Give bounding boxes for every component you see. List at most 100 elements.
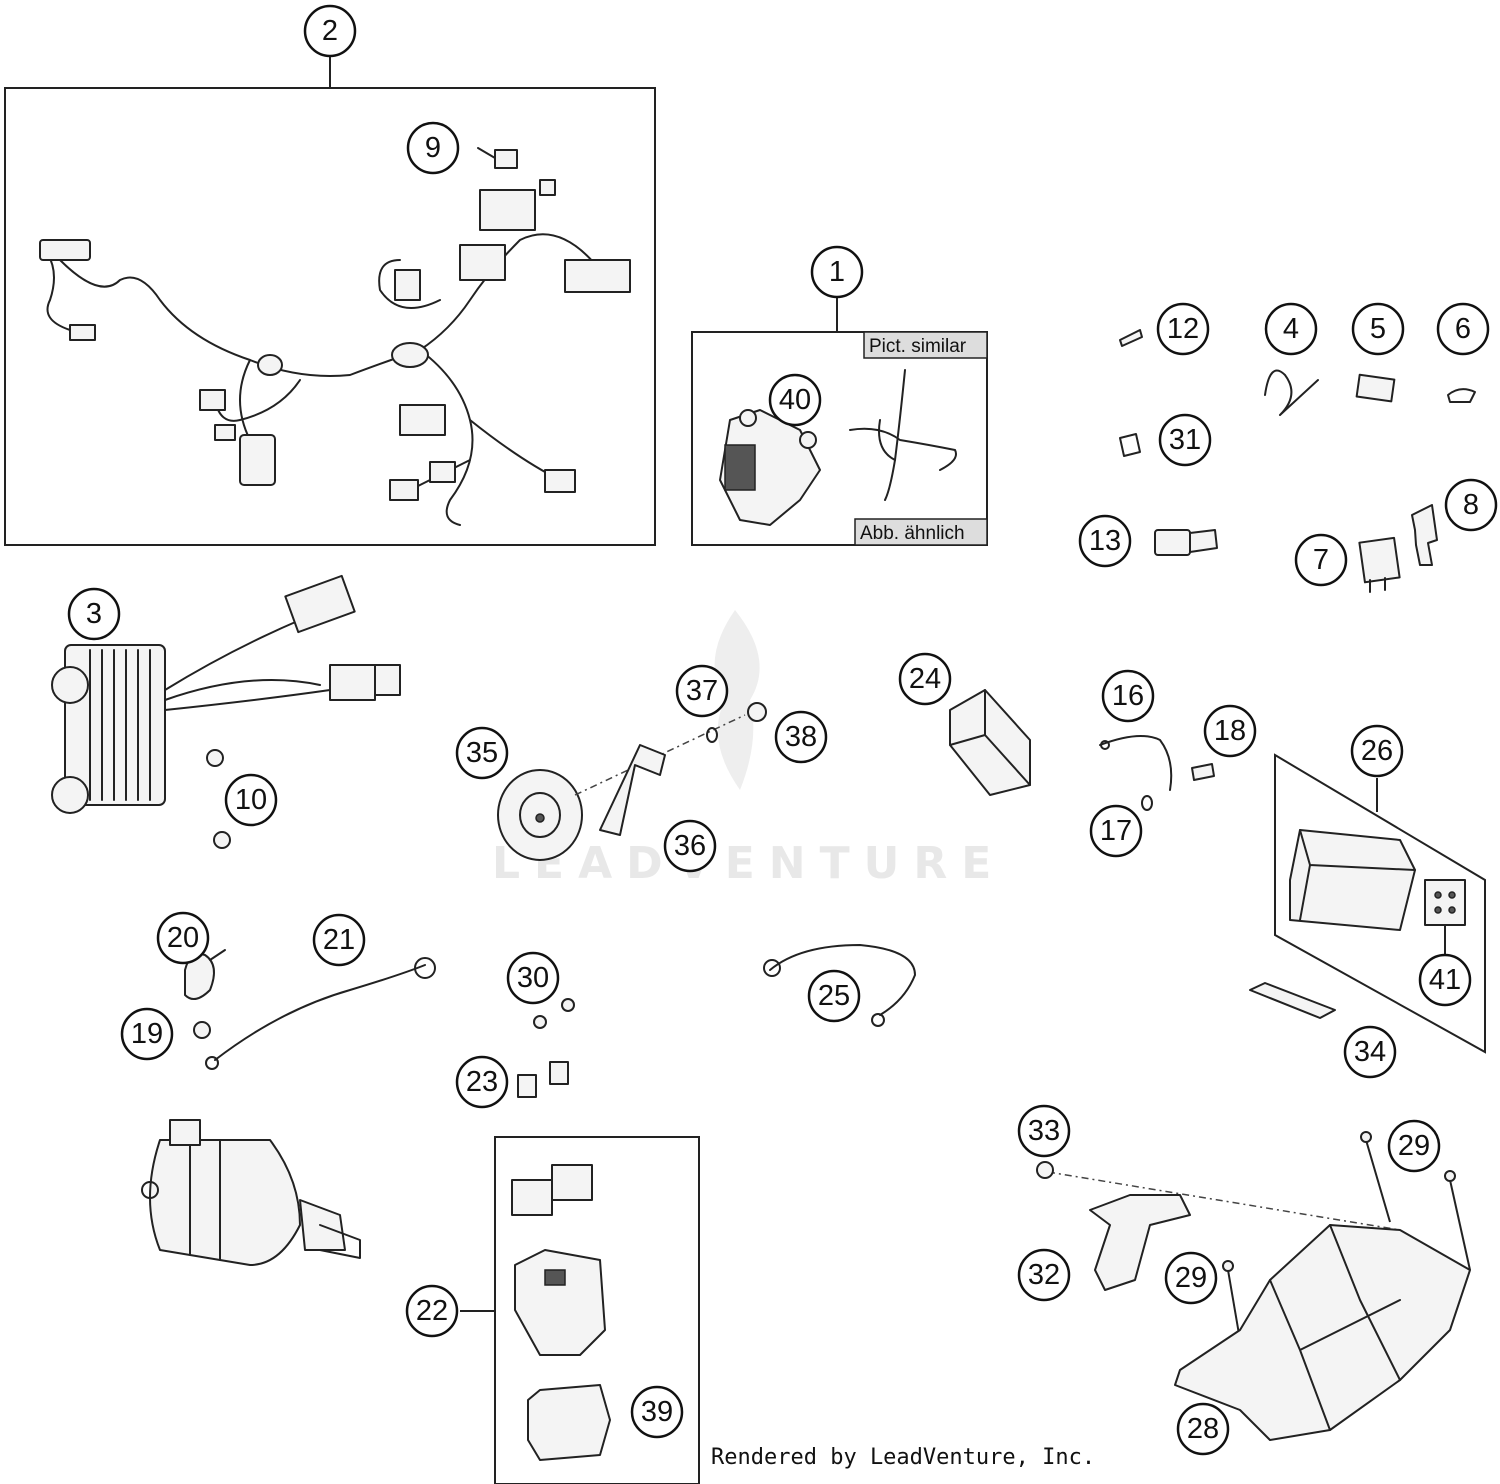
- bolt-line-29a: [1365, 1139, 1391, 1223]
- bolt-line-29b: [1227, 1269, 1241, 1341]
- svg-text:35: 35: [466, 737, 498, 769]
- svg-text:26: 26: [1361, 735, 1393, 767]
- callout-13: 13: [1078, 514, 1132, 568]
- svg-text:41: 41: [1429, 964, 1461, 996]
- svg-text:21: 21: [323, 924, 355, 956]
- kit-wires: [849, 369, 957, 501]
- flasher-relay-24: [949, 689, 1031, 796]
- callout-29-top: 29: [1387, 1119, 1441, 1173]
- callout-22: 22: [405, 1284, 459, 1338]
- callout-2: 2: [303, 4, 357, 58]
- bolt-29a: [1360, 1131, 1372, 1143]
- bulb-12: [1119, 329, 1143, 347]
- svg-text:5: 5: [1370, 313, 1386, 345]
- plug-connector-9: [477, 147, 518, 169]
- nut-19: [193, 1021, 211, 1039]
- callout-40: 40: [768, 373, 822, 427]
- callout-39: 39: [630, 1385, 684, 1439]
- harness-kit-frame: [691, 331, 988, 546]
- starter-relay-22: [514, 1249, 606, 1356]
- callout-32: 32: [1017, 1248, 1071, 1302]
- svg-text:22: 22: [416, 1295, 448, 1327]
- svg-text:30: 30: [517, 962, 549, 994]
- screws-30: [533, 998, 575, 1029]
- callout-37: 37: [675, 664, 729, 718]
- callout-9: 9: [406, 121, 460, 175]
- svg-text:18: 18: [1214, 715, 1246, 747]
- relay-fuses-22: [511, 1164, 593, 1216]
- callout-28: 28: [1176, 1402, 1230, 1456]
- svg-text:10: 10: [235, 784, 267, 816]
- tag-pict-similar-text: Pict. similar: [869, 336, 967, 357]
- callout-20: 20: [156, 911, 210, 965]
- callout-35: 35: [455, 726, 509, 780]
- svg-text:29: 29: [1398, 1130, 1430, 1162]
- cable-tie-4: [1264, 369, 1319, 416]
- label-41: [1424, 879, 1466, 955]
- callout-16: 16: [1101, 669, 1155, 723]
- battery-26: [1289, 829, 1416, 931]
- svg-text:13: 13: [1089, 525, 1121, 557]
- nut-33: [1036, 1161, 1054, 1179]
- callout-8: 8: [1444, 478, 1498, 532]
- svg-text:36: 36: [674, 830, 706, 862]
- ground-cable-16: [1099, 735, 1173, 791]
- tag-abb-aehnlich-text: Abb. ähnlich: [860, 523, 965, 544]
- starter-cable-21: [205, 957, 436, 1070]
- svg-text:33: 33: [1028, 1115, 1060, 1147]
- callout-25: 25: [807, 969, 861, 1023]
- callout-30: 30: [506, 951, 560, 1005]
- bolt-29b: [1222, 1260, 1234, 1272]
- callout-29-mid: 29: [1164, 1251, 1218, 1305]
- nut-10-upper: [206, 749, 224, 767]
- starter-motor: [141, 1119, 361, 1266]
- callout-41: 41: [1418, 953, 1472, 1007]
- callout-36: 36: [663, 819, 717, 873]
- svg-text:25: 25: [818, 980, 850, 1012]
- battery-holder-28: [1174, 1224, 1471, 1441]
- main-wiring-harness: [39, 179, 631, 526]
- holder-mount-line: [1047, 1171, 1401, 1231]
- battery-cable-25: [763, 944, 916, 1027]
- svg-text:7: 7: [1313, 544, 1329, 576]
- callout-21: 21: [312, 913, 366, 967]
- washer-17: [1141, 795, 1153, 811]
- svg-text:20: 20: [167, 922, 199, 954]
- callout-23: 23: [455, 1055, 509, 1109]
- svg-text:2: 2: [322, 15, 338, 47]
- connector-5: [1355, 373, 1396, 403]
- callout-34: 34: [1343, 1025, 1397, 1079]
- svg-text:16: 16: [1112, 680, 1144, 712]
- watermark-text: LEADVENTURE: [492, 838, 1005, 889]
- svg-text:19: 19: [131, 1018, 163, 1050]
- holder-8: [1411, 504, 1438, 566]
- svg-text:8: 8: [1463, 489, 1479, 521]
- svg-text:38: 38: [785, 721, 817, 753]
- callout-7: 7: [1294, 533, 1348, 587]
- gasket-31: [1119, 433, 1141, 457]
- svg-text:34: 34: [1354, 1036, 1386, 1068]
- callout-5: 5: [1351, 302, 1405, 356]
- svg-text:9: 9: [425, 132, 441, 164]
- battery-frame: [1274, 753, 1486, 1054]
- svg-text:31: 31: [1169, 424, 1201, 456]
- svg-text:23: 23: [466, 1066, 498, 1098]
- callout-38: 38: [774, 710, 828, 764]
- bolt-29c: [1444, 1170, 1456, 1182]
- svg-text:12: 12: [1167, 313, 1199, 345]
- callout-12: 12: [1156, 302, 1210, 356]
- horn-bracket-36: [599, 744, 666, 836]
- tag-pict-similar: [863, 331, 988, 359]
- svg-text:40: 40: [779, 384, 811, 416]
- callout-24: 24: [898, 652, 952, 706]
- callout-26: 26: [1350, 724, 1404, 778]
- clip-6: [1447, 388, 1476, 403]
- control-unit-40: [719, 409, 821, 526]
- tag-abb-aehnlich: [854, 518, 988, 546]
- credit-text: Rendered by LeadVenture, Inc.: [711, 1445, 1095, 1470]
- screw-18: [1191, 763, 1215, 781]
- pad-34: [1249, 982, 1336, 1019]
- callout-1: 1: [810, 245, 864, 299]
- washer-37: [706, 727, 718, 743]
- callout-6: 6: [1436, 302, 1490, 356]
